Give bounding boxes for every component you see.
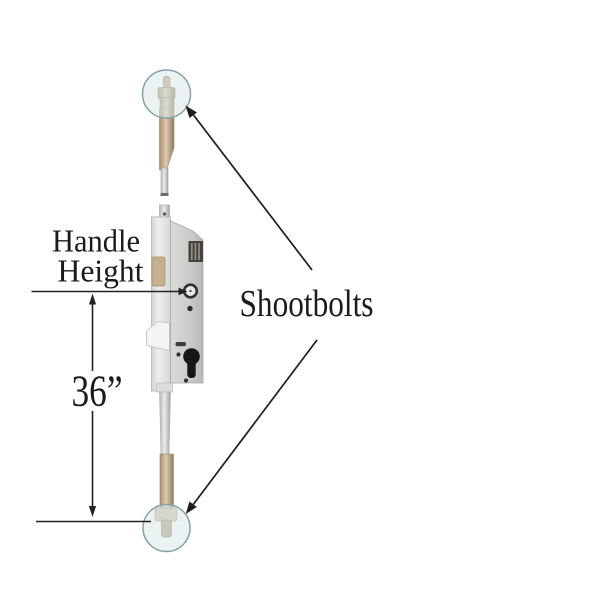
arrow-line-to-top-shootbolt [192,114,313,271]
handle-spindle-center [189,289,192,293]
shootbolt-callout-arrows [185,105,318,514]
brass-latch-plate [151,256,166,287]
euro-cylinder-hole-round [183,348,200,365]
faceplate [151,216,171,392]
dimension-36-label: 36” [72,367,123,416]
euro-cylinder-hole-tail [187,360,196,378]
handle-height-label-line1: Handle [52,224,140,259]
arrow-line-to-bottom-shootbolt [191,339,318,507]
upper-extension-rod [159,107,175,220]
dimension-lines [31,290,179,523]
lock-mechanism-illustration [146,76,204,538]
bottom-shootbolt-highlight-circle [142,503,191,553]
lower-rod-thin-section [159,391,171,457]
case-ridge-stripe [198,243,200,260]
lock-case [146,216,204,392]
top-shootbolt-highlight-circle [141,69,192,119]
latch-bolt-wedge [146,321,170,351]
cylinder-screw-dot [176,352,181,357]
lower-extension-rod [156,382,174,512]
dimension-arrowhead-down [88,506,97,517]
arrowhead-to-bottom-shootbolt [185,501,197,514]
dimension-arrowhead-up [88,293,97,305]
shootbolts-label: Shootbolts [240,283,374,325]
arrowhead-to-top-shootbolt [185,105,197,118]
case-slot-dash [175,342,186,347]
upper-rod-screw-dot [162,212,167,216]
handle-height-arrowhead-right [178,287,188,296]
case-ridge-stripe [194,243,197,260]
fixing-screw-dot [187,305,193,312]
lower-rod-step [156,382,173,393]
lower-rod-brass-shaft [159,453,174,512]
upper-rod-end-cap [160,193,169,196]
cylinder-screw-dot-lower [183,378,189,383]
case-ridge-stripe [191,243,193,260]
handle-height-label-line2: Height [58,254,144,289]
upper-rod-thin-section [160,167,169,195]
